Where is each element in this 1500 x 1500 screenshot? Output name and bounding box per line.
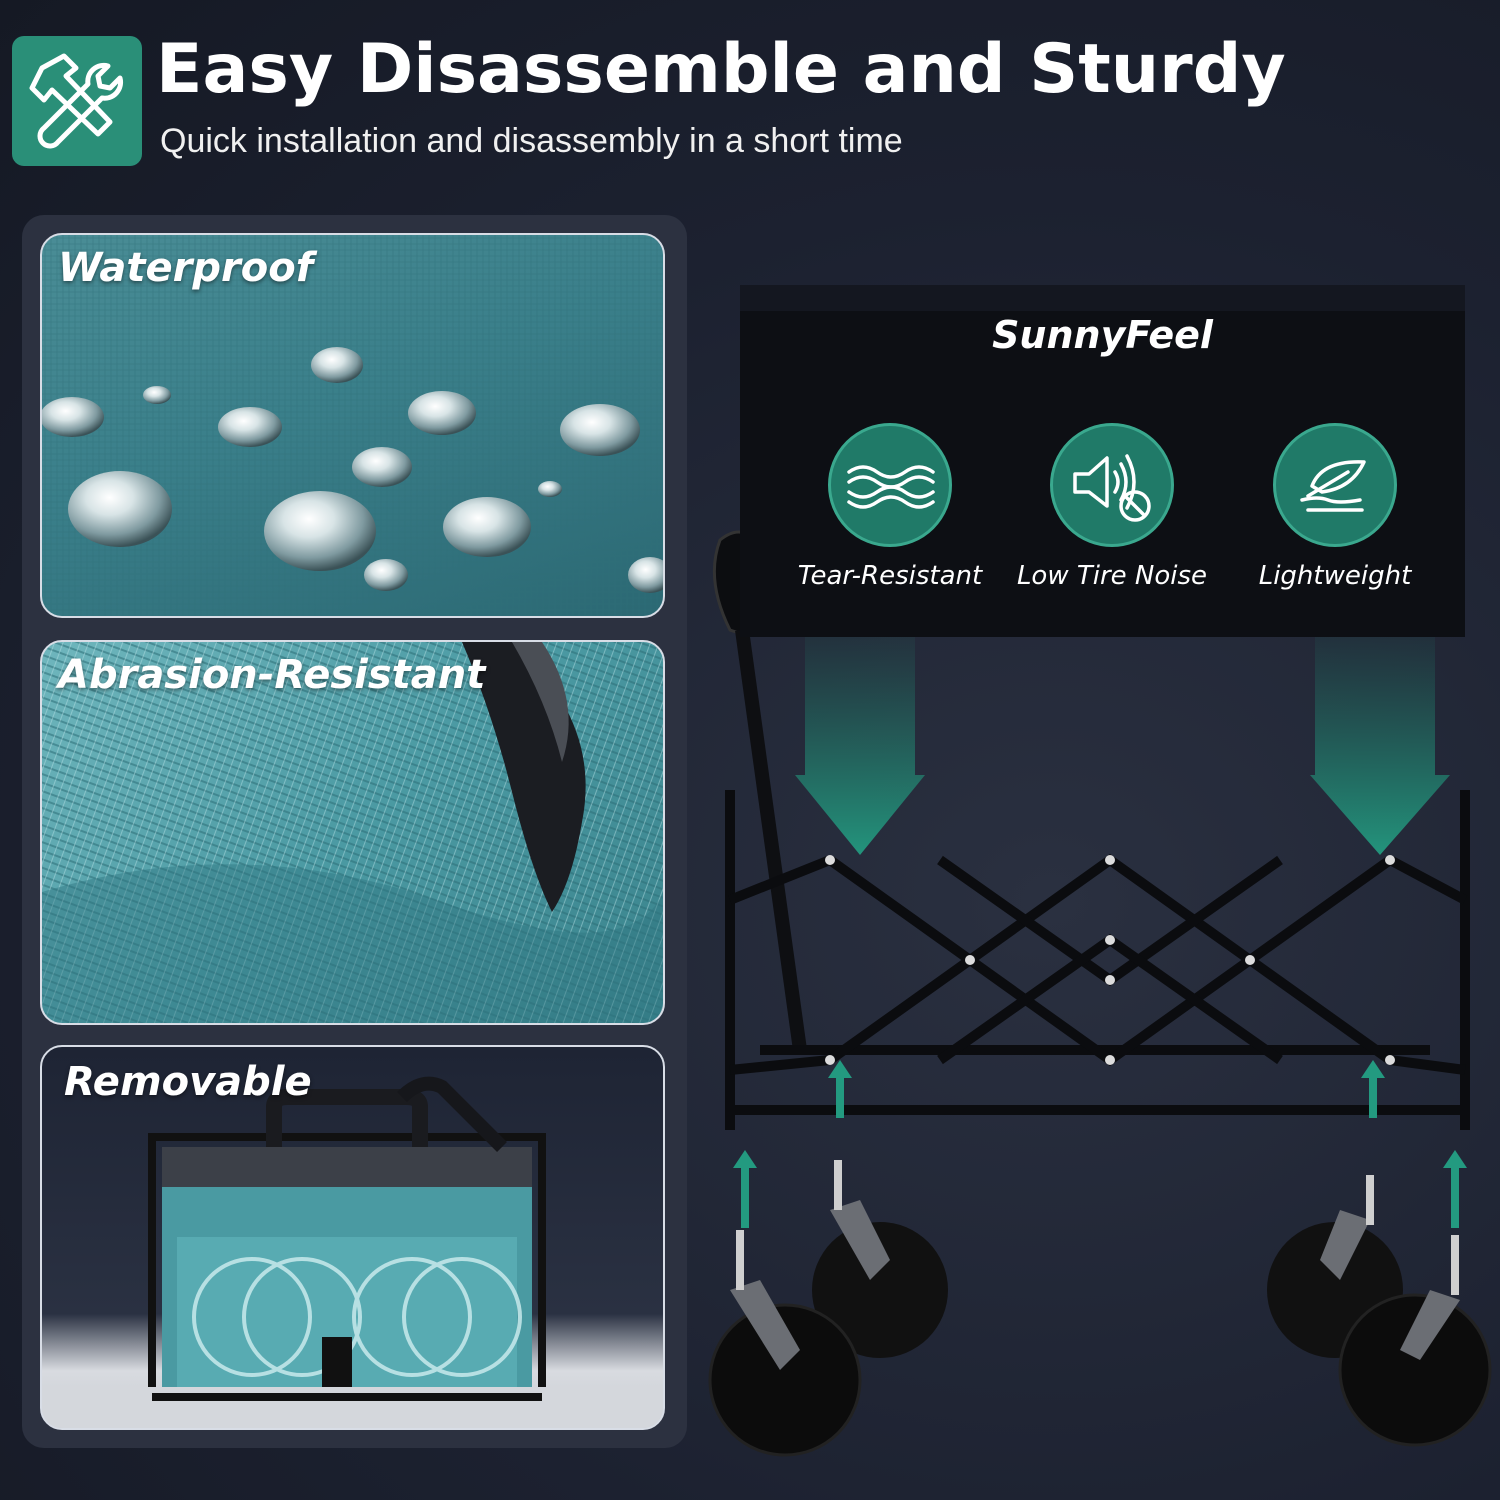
- banner-strip: [740, 285, 1465, 311]
- feather-icon: [1273, 423, 1397, 547]
- removable-bag-image: [42, 1076, 663, 1428]
- page-title: Easy Disassemble and Sturdy: [156, 30, 1286, 109]
- feature-lightweight: Lightweight: [1215, 423, 1455, 591]
- waterproof-tile: Waterproof: [40, 233, 665, 618]
- feature-label: Tear-Resistant: [797, 561, 983, 591]
- feature-label: Lightweight: [1258, 561, 1412, 591]
- brand-logo: SunnyFeel: [992, 313, 1213, 357]
- fabric-closeup-image: [42, 642, 663, 1023]
- water-droplets-image: [42, 235, 663, 616]
- tools-icon: [12, 36, 142, 166]
- abrasion-resistant-tile: Abrasion-Resistant: [40, 640, 665, 1025]
- speaker-mute-icon: [1050, 423, 1174, 547]
- abrasion-resistant-label: Abrasion-Resistant: [58, 652, 486, 698]
- feature-low-tire-noise: Low Tire Noise: [992, 423, 1232, 591]
- brand-banner: SunnyFeel Tear-Resistant: [740, 285, 1465, 637]
- feature-label: Low Tire Noise: [1016, 561, 1208, 591]
- waterproof-label: Waterproof: [58, 245, 314, 291]
- page-subtitle: Quick installation and disassembly in a …: [160, 122, 903, 160]
- wheel-group: [708, 1160, 1492, 1457]
- feature-tear-resistant: Tear-Resistant: [770, 423, 1010, 591]
- removable-tile: Removable: [40, 1045, 665, 1430]
- wagon-frame-image: [708, 530, 1492, 1457]
- down-arrow-right: [1310, 635, 1450, 855]
- fabric-weave-icon: [828, 423, 952, 547]
- down-arrow-left: [795, 635, 925, 855]
- removable-label: Removable: [64, 1059, 312, 1105]
